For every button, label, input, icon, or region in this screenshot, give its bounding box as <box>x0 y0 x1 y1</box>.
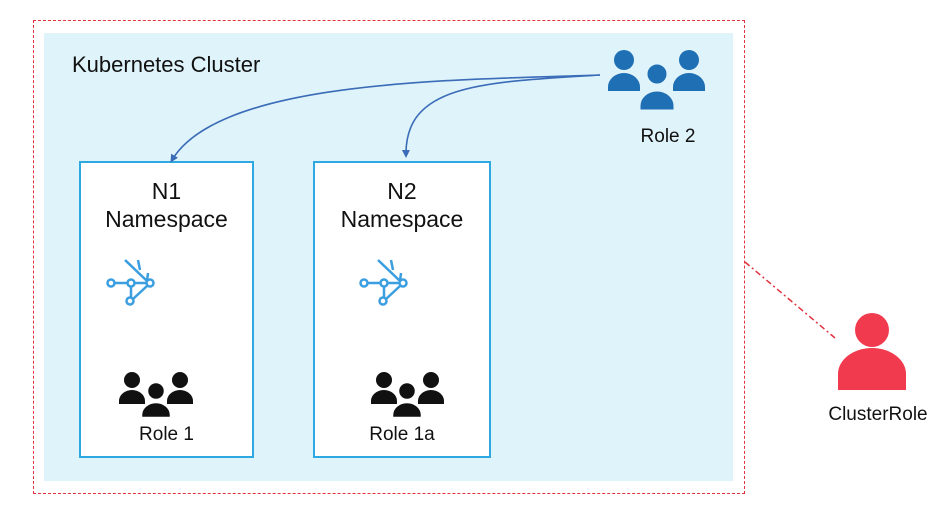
users-group-icon <box>119 372 193 420</box>
user-icon <box>838 313 906 390</box>
connector-clusterrole <box>744 261 836 339</box>
role1a-label: Role 1a <box>369 424 435 445</box>
users-group-icon <box>371 372 444 420</box>
role2-label: Role 2 <box>640 126 696 147</box>
cluster-title: Kubernetes Cluster <box>72 52 261 77</box>
namespace-name: N2 <box>387 178 417 204</box>
namespace-subtitle: Namespace <box>105 206 228 232</box>
clusterrole-label: ClusterRole <box>828 404 928 425</box>
arrow-role2-to-n1 <box>170 74 601 163</box>
namespace-subtitle: Namespace <box>340 206 464 232</box>
namespace-name: N1 <box>151 178 182 204</box>
users-group-icon <box>608 50 705 113</box>
arrow-role2-to-n2 <box>401 74 601 158</box>
cluster-border <box>33 20 745 494</box>
network-nodes-icon <box>359 259 408 306</box>
network-nodes-icon <box>106 259 155 306</box>
role1-label: Role 1 <box>139 424 194 445</box>
